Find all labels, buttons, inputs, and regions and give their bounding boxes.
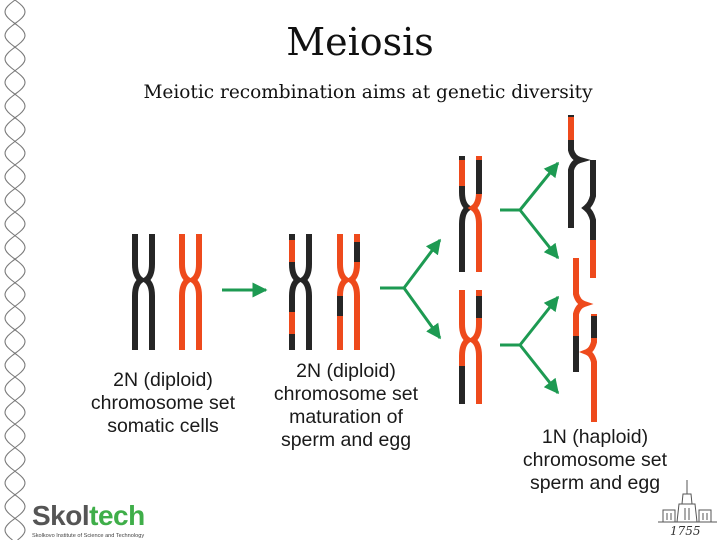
label-somatic: 2N (diploid) chromosome set somatic cell… xyxy=(90,369,236,437)
chromatid-3 xyxy=(573,258,594,372)
chromatid-1 xyxy=(568,115,591,228)
slide-subtitle: Meiotic recombination aims at genetic di… xyxy=(143,82,593,103)
split-arrows-upper xyxy=(500,161,560,260)
dna-helix-border xyxy=(4,0,26,540)
skoltech-logo: Skoltech Skolkovo Institute of Science a… xyxy=(28,500,152,540)
chromosome-pair-somatic xyxy=(132,234,202,350)
chromatid-2 xyxy=(581,160,596,278)
emblem-year: 1755 xyxy=(670,524,701,538)
chromatid-4 xyxy=(578,314,597,422)
label-haploid: 1N (haploid) chromosome set sperm and eg… xyxy=(522,426,668,494)
logo-wordmark: Skoltech xyxy=(32,500,145,531)
label-maturation: 2N (diploid) chromosome set maturation o… xyxy=(273,360,419,451)
chromosome-dark xyxy=(132,234,155,350)
split-arrows-lower xyxy=(500,295,560,395)
chromosome-pair-recombined xyxy=(289,234,360,350)
logo-tagline: Skolkovo Institute of Science and Techno… xyxy=(32,533,145,539)
msu-building-emblem xyxy=(658,480,717,523)
chromosome-cell-upper xyxy=(459,156,482,272)
chromosome-orange xyxy=(179,234,202,350)
chromosome-cell-lower xyxy=(459,290,482,404)
slide-title: Meiosis xyxy=(286,20,434,64)
split-arrows-first xyxy=(380,238,442,340)
